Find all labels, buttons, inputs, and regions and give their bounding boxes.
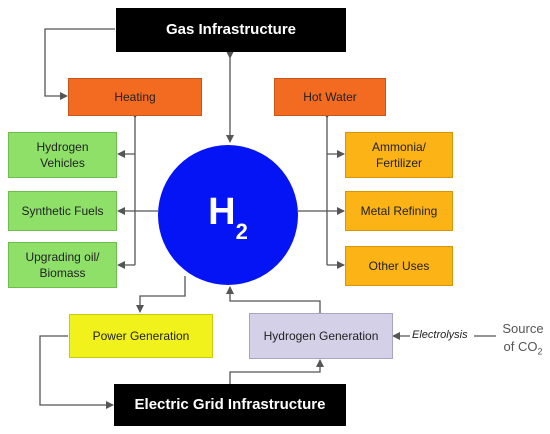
electric-grid-infrastructure-box: Electric Grid Infrastructure xyxy=(114,384,346,426)
gas-infrastructure-box: Gas Infrastructure xyxy=(116,8,346,52)
ammonia-fertilizer-box: Ammonia/ Fertilizer xyxy=(345,132,453,178)
hydrogen-vehicles-label: Hydrogen Vehicles xyxy=(36,139,89,170)
power-generation-box: Power Generation xyxy=(69,314,213,358)
hydrogen-vehicles-box: Hydrogen Vehicles xyxy=(8,132,117,178)
electric-grid-infrastructure-label: Electric Grid Infrastructure xyxy=(134,395,326,413)
hot-water-box: Hot Water xyxy=(274,78,386,116)
hydrogen-circle: H2 xyxy=(158,145,298,285)
co2-source-label: Source of CO2 xyxy=(502,321,544,357)
h2-symbol: H2 xyxy=(208,191,248,244)
ammonia-fertilizer-label: Ammonia/ Fertilizer xyxy=(371,139,427,170)
hydrogen-generation-label: Hydrogen Generation xyxy=(263,328,379,343)
upgrading-oil-biomass-label: Upgrading oil/ Biomass xyxy=(25,249,100,280)
hot-water-label: Hot Water xyxy=(303,89,357,104)
heating-box: Heating xyxy=(68,78,202,116)
synthetic-fuels-box: Synthetic Fuels xyxy=(8,191,117,231)
heating-label: Heating xyxy=(114,89,156,104)
other-uses-box: Other Uses xyxy=(345,246,453,286)
synthetic-fuels-label: Synthetic Fuels xyxy=(21,203,104,218)
hydrogen-generation-box: Hydrogen Generation xyxy=(249,313,393,359)
gas-infrastructure-label: Gas Infrastructure xyxy=(165,20,297,38)
power-generation-label: Power Generation xyxy=(92,328,190,343)
other-uses-label: Other Uses xyxy=(368,258,430,273)
metal-refining-box: Metal Refining xyxy=(345,191,453,231)
metal-refining-label: Metal Refining xyxy=(360,203,438,218)
upgrading-oil-biomass-box: Upgrading oil/ Biomass xyxy=(8,242,117,288)
electrolysis-label: Electrolysis xyxy=(412,329,468,341)
